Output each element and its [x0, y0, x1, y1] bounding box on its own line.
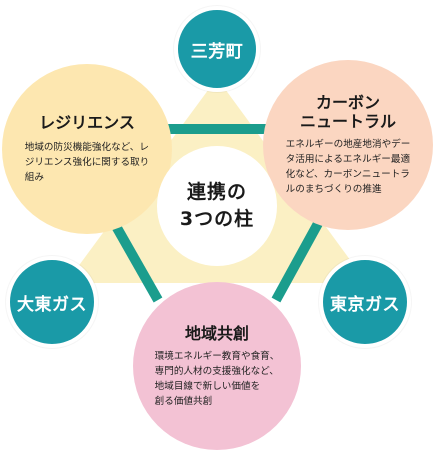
partner-daito-gas-label: 大東ガス	[17, 294, 87, 315]
pillar-carbon-neutral: カーボン ニュートラル エネルギーの地産地消やデー タ活用によるエネルギー最適 …	[263, 60, 433, 230]
partner-tokyo-gas: 東京ガス	[319, 256, 411, 348]
pillar-carbon-neutral-title: カーボン ニュートラル	[299, 93, 396, 131]
pillar-resilience-title: レジリエンス	[39, 113, 135, 132]
partner-daito-gas: 大東ガス	[6, 256, 98, 348]
pillar-community-title: 地域共創	[184, 323, 249, 343]
pillar-resilience: レジリエンス 地域の防災機能強化など、レ ジリエンス強化に関する取り 組み	[2, 64, 172, 234]
partner-tokyo-gas-label: 東京ガス	[330, 294, 400, 315]
center-circle: 連携の 3つの柱	[157, 146, 277, 266]
pillar-community-body: 環境エネルギー教育や食育、 専門的人材の支援強化など、 地域目線で新しい価値を …	[154, 350, 280, 407]
pillar-community: 地域共創 環境エネルギー教育や食育、 専門的人材の支援強化など、 地域目線で新し…	[133, 282, 301, 450]
pillar-carbon-neutral-body: エネルギーの地産地消やデー タ活用によるエネルギー最適 化など、カーボンニュート…	[285, 139, 411, 195]
center-title: 連携の 3つの柱	[179, 181, 255, 230]
partner-miyoshi-town-label: 三芳町	[190, 41, 244, 62]
partner-miyoshi-town: 三芳町	[174, 6, 260, 92]
pillar-resilience-body: 地域の防災機能強化など、レ ジリエンス強化に関する取り 組み	[24, 142, 150, 183]
